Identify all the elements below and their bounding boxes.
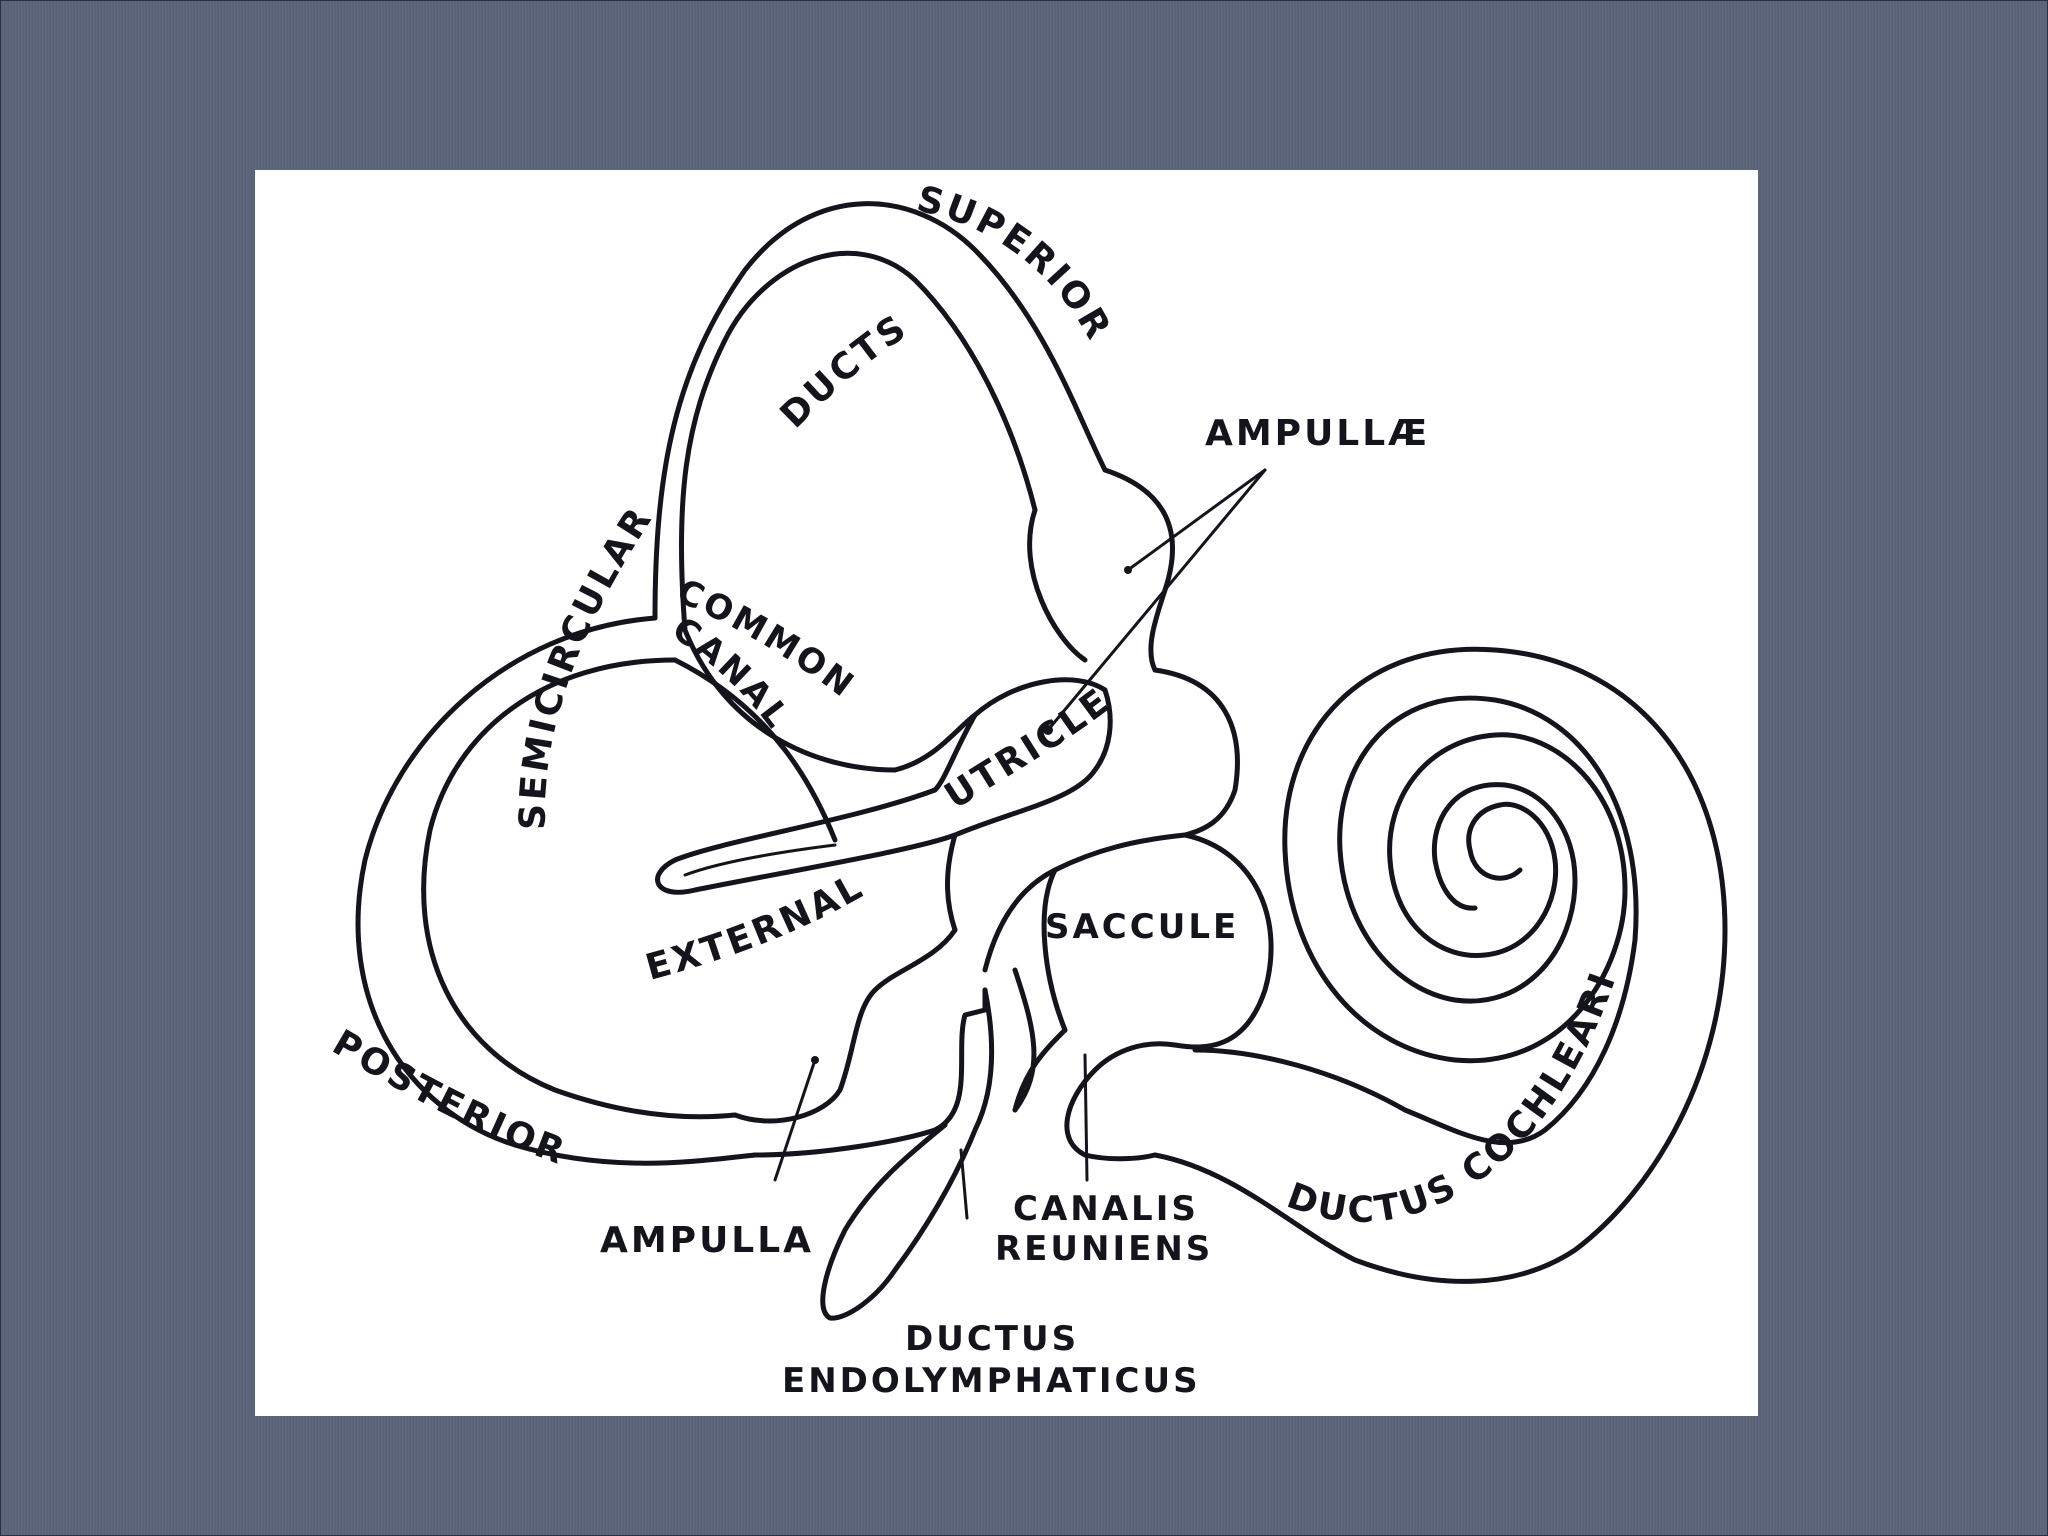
- label-external: EXTERNAL: [641, 866, 871, 989]
- label-ampulla: AMPULLA: [600, 1220, 814, 1261]
- posterior-ampulla: [732, 927, 988, 1158]
- canalis-reuniens-leader: [1083, 1053, 1089, 1182]
- ductus-endolymphaticus-duct: [820, 967, 1068, 1321]
- ampullae-leader-lower: [1046, 468, 1267, 732]
- saccule: [1041, 832, 1274, 1050]
- label-superior: SUPERIOR: [913, 179, 1120, 349]
- leader-lines: [773, 468, 1267, 1220]
- label-ductus: DUCTUS: [905, 1319, 1079, 1359]
- ampulla-leader: [773, 1058, 817, 1182]
- label-semicircular: SEMICIRCULAR: [513, 499, 661, 830]
- label-ducts: DUCTS: [773, 306, 916, 436]
- label-endolymphaticus: ENDOLYMPHATICUS: [782, 1361, 1201, 1401]
- label-ampullae: AMPULLÆ: [1205, 413, 1430, 454]
- label-saccule: SACCULE: [1045, 907, 1239, 947]
- canalis-reuniens-duct: [1064, 1041, 1408, 1162]
- external-duct: [655, 677, 1113, 895]
- ampullae-leader-upper: [1126, 468, 1267, 572]
- diagram-labels: SEMICIRCULAR DUCTS SUPERIOR AMPULLÆ COMM…: [255, 170, 1622, 1401]
- label-canalis: CANALIS: [1013, 1189, 1199, 1229]
- label-posterior: POSTERIOR: [326, 1022, 573, 1173]
- figure-panel: SEMICIRCULAR DUCTS SUPERIOR AMPULLÆ COMM…: [255, 170, 1758, 1416]
- superior-ampulla: [1027, 467, 1175, 673]
- label-utricle: UTRICLE: [938, 680, 1119, 817]
- posterior-duct: [355, 615, 758, 1166]
- label-reuniens: REUNIENS: [995, 1229, 1213, 1269]
- superior-duct: [652, 201, 1108, 633]
- inner-ear-diagram: SEMICIRCULAR DUCTS SUPERIOR AMPULLÆ COMM…: [255, 170, 1728, 1401]
- endolymphaticus-leader: [959, 1148, 969, 1220]
- cochlear-spiral: [1152, 646, 1728, 1284]
